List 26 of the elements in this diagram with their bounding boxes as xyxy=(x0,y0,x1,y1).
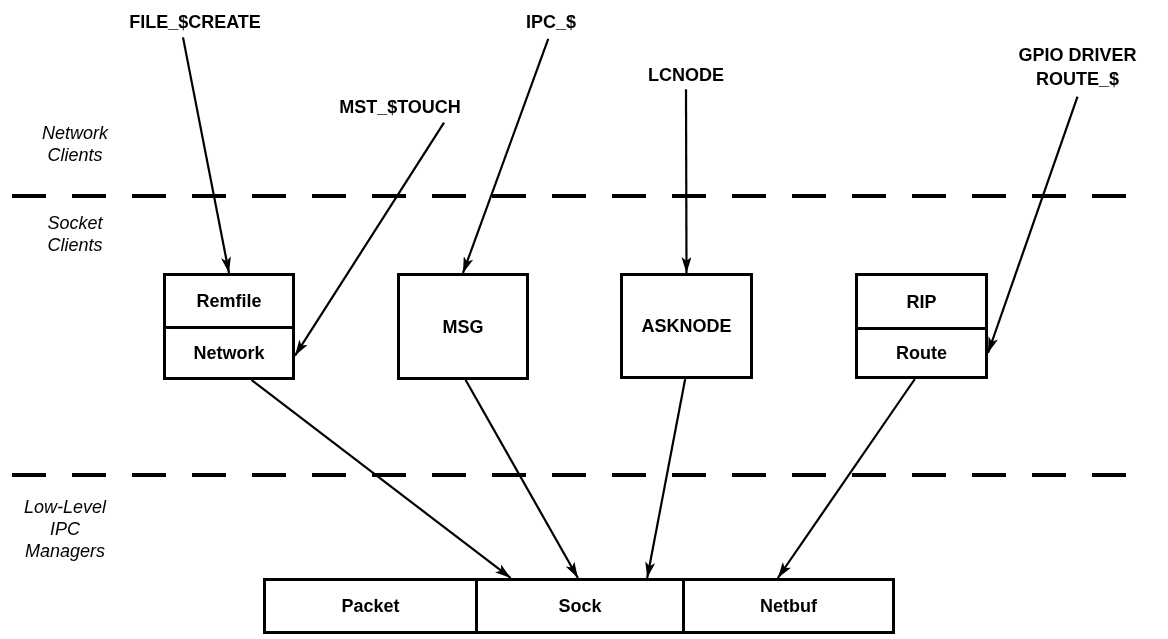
module-box: Sock xyxy=(475,578,685,634)
module-box: Packet xyxy=(263,578,478,634)
arrow xyxy=(250,379,512,579)
client-label: FILE_$CREATE xyxy=(95,8,295,36)
layer-label: Low-Level IPC Managers xyxy=(22,496,108,562)
arrow xyxy=(986,96,1079,354)
arrow xyxy=(464,379,579,579)
arrow xyxy=(681,89,692,273)
layer-label: Socket Clients xyxy=(46,212,104,256)
module-box: ASKNODE xyxy=(620,273,753,379)
module-box: Remfile xyxy=(163,273,295,329)
client-label: IPC_$ xyxy=(505,8,597,36)
client-label: GPIO DRIVER ROUTE_$ xyxy=(990,40,1165,94)
module-box: Network xyxy=(163,326,295,380)
arrow xyxy=(181,37,231,274)
arrow xyxy=(645,378,687,579)
arrow xyxy=(294,122,445,357)
module-box: Route xyxy=(855,327,988,379)
arrow xyxy=(461,38,550,274)
layer-label: Network Clients xyxy=(41,122,110,166)
client-label: MST_$TOUCH xyxy=(300,94,500,120)
client-label: LCNODE xyxy=(640,62,732,88)
module-box: RIP xyxy=(855,273,988,330)
arrow xyxy=(776,378,916,579)
module-box: MSG xyxy=(397,273,529,380)
module-box: Netbuf xyxy=(682,578,895,634)
